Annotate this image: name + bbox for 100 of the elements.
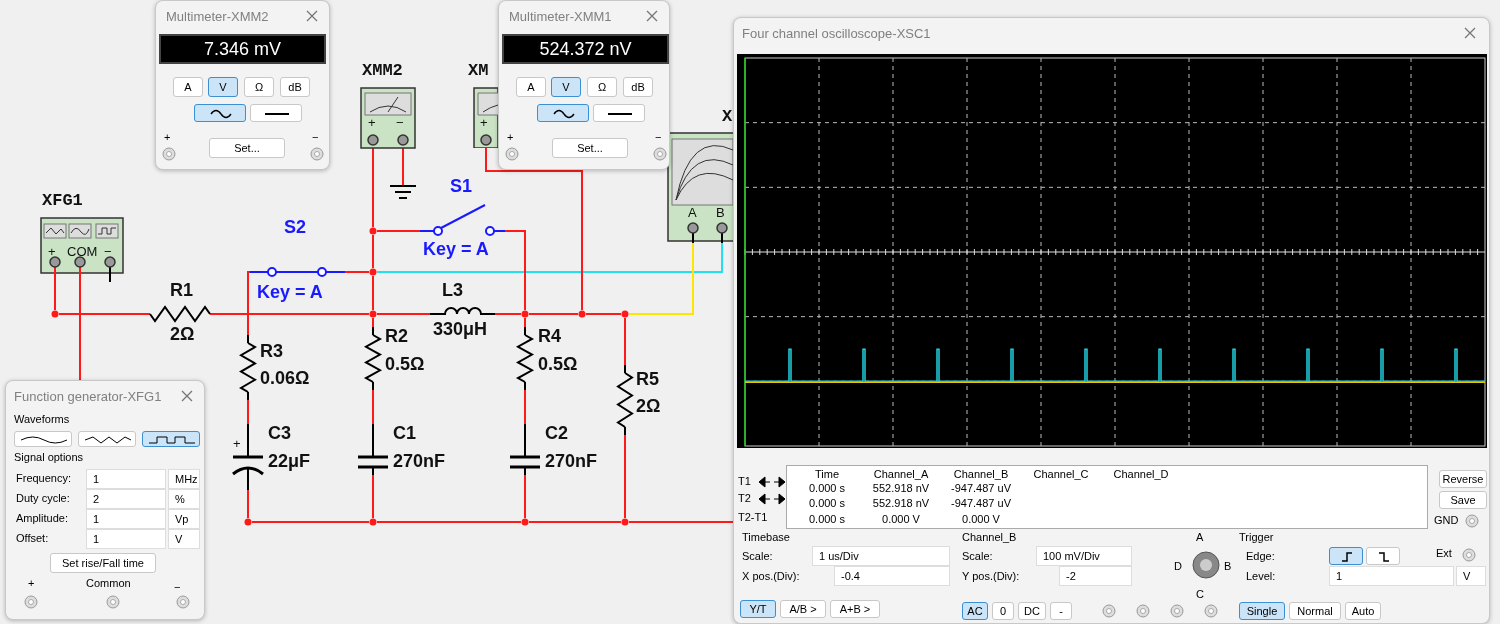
mode-button: A: [173, 77, 203, 97]
ground-label: GND: [1434, 514, 1460, 528]
section-heading: Trigger: [1239, 531, 1275, 545]
table-header: Channel_B: [952, 469, 1010, 482]
component-label: S2: [284, 218, 307, 236]
terminal-label: −: [174, 581, 182, 595]
unit-field: Vp: [168, 509, 200, 529]
terminal-label: +: [368, 116, 376, 129]
wire: [528, 521, 622, 523]
table-cell-text: 552.918 nV: [871, 483, 931, 496]
wire: [376, 242, 723, 273]
wire: [504, 230, 526, 311]
wire: [251, 521, 370, 523]
coupling-button: -: [1050, 602, 1072, 620]
wire: [402, 147, 404, 183]
mode-button: Y/T: [740, 600, 776, 618]
component-label: R2: [385, 327, 408, 345]
mode-button: A/B >: [780, 600, 826, 618]
component-label: R4: [538, 327, 561, 345]
mode-button: dB: [623, 77, 653, 97]
wire: [376, 521, 522, 523]
knob-label: A: [1196, 531, 1205, 545]
wire: [372, 389, 374, 425]
instrument-window: [5, 380, 205, 620]
window-title: Four channel oscilloscope-XSC1: [742, 26, 932, 43]
terminal-label: +: [507, 131, 515, 145]
component-label: R1: [170, 281, 193, 299]
wire: [372, 275, 374, 311]
instrument-window: [733, 17, 1490, 624]
field-label: Scale:: [962, 550, 994, 564]
terminal-label: A: [688, 206, 697, 219]
unit-field: V: [1456, 566, 1486, 586]
value-field: 1: [86, 469, 166, 489]
cursor-label: T1: [738, 475, 752, 489]
wire: [494, 313, 522, 315]
terminal-label: −: [312, 131, 320, 145]
wire: [209, 313, 370, 315]
terminal-label: +: [480, 116, 488, 129]
wire: [344, 271, 370, 273]
table-cell-text: -947.487 uV: [950, 498, 1012, 511]
wire: [528, 313, 579, 315]
component-label: C1: [393, 424, 416, 442]
wire: [372, 317, 374, 328]
wire: [58, 313, 151, 315]
mode-button: Ω: [587, 77, 617, 97]
wire: [628, 242, 694, 315]
mode-button: Ω: [244, 77, 274, 97]
field-label: Ext: [1436, 547, 1453, 561]
component-value: 270nF: [545, 452, 598, 470]
set-button: Set...: [209, 138, 285, 158]
wire: [54, 281, 56, 311]
wire: [376, 313, 431, 315]
component-value: 2Ω: [170, 325, 195, 343]
table-cell-text: 0.000 s: [807, 483, 847, 496]
component-label: C2: [545, 424, 568, 442]
section-heading: Signal options: [14, 451, 85, 465]
table-header: Channel_C: [1032, 469, 1090, 482]
window-title: Function generator-XFG1: [14, 389, 163, 406]
unit-field: V: [168, 529, 200, 549]
instrument-label: XM: [468, 62, 489, 79]
wire: [624, 317, 626, 366]
wire: [247, 399, 249, 425]
value-field: -0.4: [834, 566, 950, 586]
section-heading: Timebase: [742, 531, 791, 545]
wire: [376, 230, 421, 232]
field-label: Scale:: [742, 550, 774, 564]
wire: [372, 234, 374, 269]
value-field: -2: [1059, 566, 1132, 586]
section-heading: Channel_B: [962, 531, 1018, 545]
terminal-label: −: [655, 131, 663, 145]
unit-field: MHz: [168, 469, 200, 489]
terminal-label: −: [104, 245, 112, 258]
window-title: Multimeter-XMM2: [166, 9, 270, 26]
component-label: C3: [268, 424, 291, 442]
terminal-label: −: [396, 116, 404, 129]
mode-button: A: [516, 77, 546, 97]
table-header: Time: [813, 469, 840, 482]
field-label: Y pos.(Div):: [962, 570, 1021, 584]
meter-display: 7.346 mV: [159, 34, 326, 64]
field-label: Offset:: [16, 532, 50, 546]
terminal-label: B: [716, 206, 725, 219]
window-title: Multimeter-XMM1: [509, 9, 613, 26]
cursor-label: T2: [738, 492, 752, 506]
field-label: Level:: [1246, 570, 1277, 584]
polarity-mark: +: [233, 437, 241, 450]
mode-button: V: [208, 77, 238, 97]
value-field: 1 us/Div: [812, 546, 950, 566]
switch-key-label: Key = A: [257, 283, 323, 301]
wire: [628, 521, 734, 523]
control-button: Save: [1439, 491, 1487, 509]
coupling-button: AC: [962, 602, 988, 620]
section-heading: Waveforms: [14, 413, 71, 427]
instrument-window: [155, 0, 330, 170]
coupling-button: DC: [1018, 602, 1046, 620]
mode-button: A+B >: [830, 600, 880, 618]
wire: [624, 434, 626, 519]
unit-field: %: [168, 489, 200, 509]
field-label: Amplitude:: [16, 512, 69, 526]
component-value: 270nF: [393, 452, 446, 470]
table-cell-text: -947.487 uV: [950, 483, 1012, 496]
